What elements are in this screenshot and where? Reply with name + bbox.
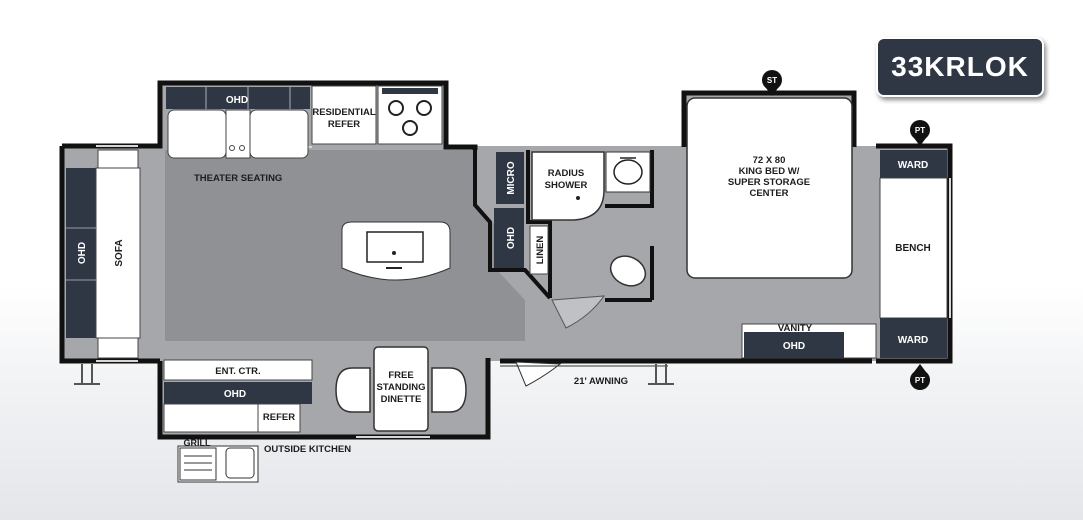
linen-closet	[529, 225, 549, 275]
ent-center	[163, 359, 313, 381]
kitchen-island	[341, 221, 451, 281]
refer-label-line1: RESIDENTIAL	[312, 107, 376, 118]
ohd-label-center: OHD	[506, 227, 517, 249]
king-bed	[686, 97, 853, 279]
dinette-label-line1: FREE	[388, 370, 413, 381]
bath-walls	[473, 150, 654, 302]
theater-seating	[166, 87, 310, 159]
shower-label-line2: SHOWER	[545, 180, 588, 191]
refer-label-line2: REFER	[328, 119, 360, 130]
free-standing-dinette	[335, 346, 467, 432]
jacks	[74, 364, 674, 385]
sofa-label: SOFA	[114, 239, 125, 266]
refer-label: REFER	[263, 412, 295, 423]
ward-label-top: WARD	[898, 160, 929, 171]
svg-text:PT: PT	[915, 126, 925, 135]
outside-refer	[257, 403, 301, 433]
bench-label: BENCH	[895, 243, 931, 254]
bath-door-swing	[551, 295, 606, 329]
bed-label-line4: CENTER	[749, 188, 788, 199]
bench	[879, 177, 948, 319]
awning-label: 21' AWNING	[574, 376, 628, 387]
wardrobe-top	[880, 150, 947, 178]
bed-label-line1: 72 X 80	[753, 155, 786, 166]
pt-marker-top-icon: PT	[910, 120, 930, 146]
outside-ohd	[164, 382, 312, 404]
ohd-cabinet-center	[494, 208, 524, 268]
outside-counter	[163, 403, 259, 433]
ohd-label-top: OHD	[226, 95, 248, 106]
ohd-label-bottom: OHD	[224, 389, 246, 400]
micro-label: MICRO	[506, 161, 517, 195]
bath-sink-icon	[605, 151, 651, 193]
outside-kitchen	[177, 445, 259, 483]
dinette-label-line2: STANDING	[377, 382, 426, 393]
stove-icon	[377, 85, 443, 145]
bed-label-line3: SUPER STORAGE	[728, 177, 810, 188]
st-marker-icon: ST	[762, 70, 782, 96]
vanity-ohd	[744, 332, 844, 358]
toilet-icon	[609, 255, 647, 287]
svg-text:ST: ST	[767, 76, 777, 85]
vanity-label: VANITY	[778, 323, 813, 334]
bed-label-line2: KING BED W/	[739, 166, 800, 177]
sofa-area	[66, 149, 141, 359]
radius-shower	[531, 151, 605, 221]
residential-refer	[311, 85, 377, 145]
pt-marker-bottom-icon: PT	[910, 364, 930, 390]
model-badge: 33KRLOK	[876, 37, 1044, 97]
linen-label: LINEN	[535, 236, 546, 265]
shower-label-line1: RADIUS	[548, 168, 584, 179]
micro-cabinet	[496, 152, 524, 204]
wardrobe-bottom	[880, 318, 947, 358]
dinette-label-line3: DINETTE	[381, 394, 422, 405]
theater-seating-label: THEATER SEATING	[194, 173, 282, 184]
ward-label-bottom: WARD	[898, 335, 929, 346]
ent-ctr-label: ENT. CTR.	[215, 366, 260, 377]
grill-label: GRILL	[184, 438, 211, 448]
ohd-label-front: OHD	[77, 242, 88, 264]
ohd-label-vanity: OHD	[783, 341, 805, 352]
svg-text:PT: PT	[915, 376, 925, 385]
entry-door-swing	[515, 361, 562, 387]
outside-kitchen-label: OUTSIDE KITCHEN	[264, 444, 351, 455]
